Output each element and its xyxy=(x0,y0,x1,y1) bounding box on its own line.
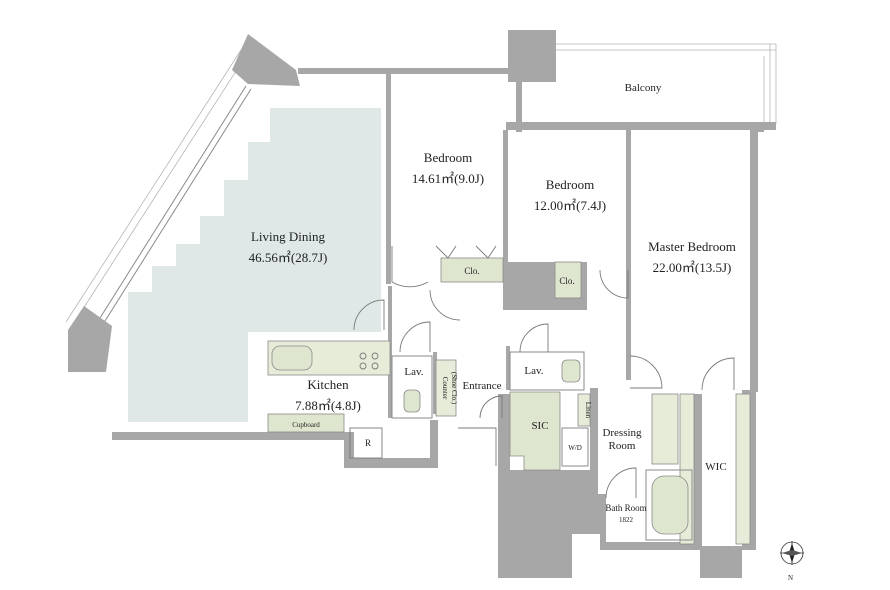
lav-1-label: Lav. xyxy=(404,366,423,378)
entrance-label: Entrance xyxy=(462,380,501,392)
bedroom-1-name: Bedroom xyxy=(424,150,472,165)
master-bedroom-name: Master Bedroom xyxy=(648,239,736,254)
dressing-room-label-line1: Dressing xyxy=(602,427,642,439)
linen-closet xyxy=(577,393,591,427)
counter-sub-label: (Shoe Clo.) xyxy=(450,372,458,405)
bedroom-2-area: 12.00㎡(7.4J) xyxy=(534,198,606,213)
doors xyxy=(353,245,735,499)
wd-label: W/D xyxy=(568,444,582,452)
refrigerator-space xyxy=(349,427,383,459)
diagonal-facade xyxy=(65,34,300,372)
closet-1-label: Clo. xyxy=(464,266,479,276)
sic-label: SIC xyxy=(531,420,548,432)
wic-label: WIC xyxy=(705,461,726,473)
balcony-outline xyxy=(556,43,777,124)
linen-label: Linen xyxy=(584,402,592,419)
balcony-label: Balcony xyxy=(625,82,662,94)
kitchen-name: Kitchen xyxy=(307,377,349,392)
compass-icon xyxy=(780,541,804,565)
washer-dryer-space xyxy=(561,427,589,467)
sic-closet xyxy=(509,391,561,471)
bathtub xyxy=(645,469,693,541)
cupboard-label: Cupboard xyxy=(292,421,320,429)
bath-room-size: 1822 xyxy=(619,516,634,524)
lavatory-2 xyxy=(509,351,585,391)
cupboard xyxy=(267,413,345,433)
counter-label: Counter xyxy=(441,377,449,400)
master-bedroom-area: 22.00㎡(13.5J) xyxy=(653,260,732,275)
closet-1 xyxy=(440,257,504,283)
refrigerator-label: R xyxy=(365,438,371,448)
kitchen-counter xyxy=(267,340,391,376)
dressing-room-label-line2: Room xyxy=(609,440,636,452)
kitchen-area: 7.88㎡(4.8J) xyxy=(295,398,361,413)
lavatory-1 xyxy=(391,355,433,419)
bedroom-2-name: Bedroom xyxy=(546,177,594,192)
lav-2-label: Lav. xyxy=(524,365,543,377)
compass-north-label: N xyxy=(788,574,793,582)
closet-2 xyxy=(554,261,582,299)
wic-shelf-right xyxy=(735,393,751,545)
dressing-vanity xyxy=(651,393,679,465)
bath-room-label: Bath Room xyxy=(605,503,646,513)
living-dining-area: 46.56㎡(28.7J) xyxy=(249,250,328,265)
counter-shoe-closet xyxy=(435,359,457,417)
bedroom-1-area: 14.61㎡(9.0J) xyxy=(412,171,484,186)
living-zone-highlight xyxy=(128,108,381,422)
closet-2-label: Clo. xyxy=(559,276,574,286)
living-dining-name: Living Dining xyxy=(251,229,326,244)
